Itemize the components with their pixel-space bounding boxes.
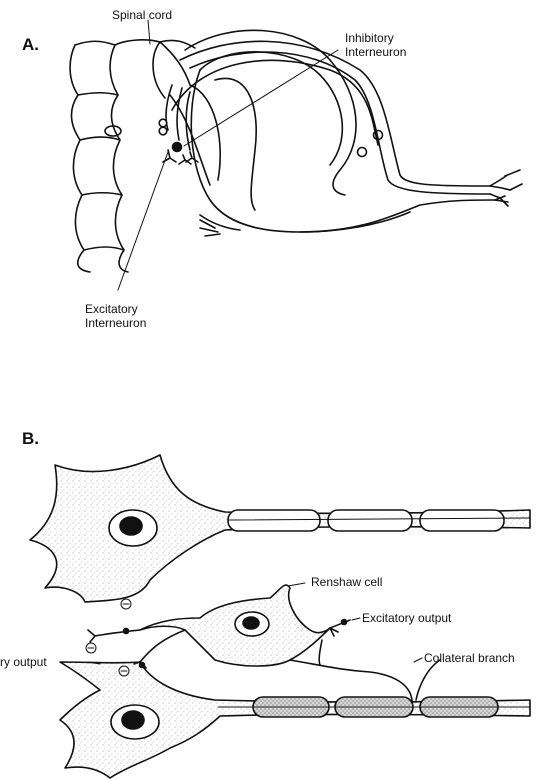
myelin-sheath [420,510,504,531]
panel-b-label: B. [22,430,39,447]
collateral-branch-label: Collateral branch [424,652,515,666]
excitatory-interneuron-label-line2: Interneuron [85,317,146,331]
inhibitory-interneuron-label: Inhibitory Interneuron [345,32,406,60]
panel-a-label: A. [22,36,39,53]
excitatory-interneuron-label: Excitatory Interneuron [85,303,146,331]
panel-a-drawing [70,20,522,290]
lower-motor-neuron [60,662,530,778]
spinal-cord [70,40,195,272]
inhibitory-interneuron-label-line1: Inhibitory [345,32,406,46]
excitatory-output-label: Excitatory output [362,612,451,626]
panel-b-drawing [30,455,530,778]
excitatory-interneuron-label-line1: Excitatory [85,303,146,317]
panel-a-leader-lines [118,20,338,290]
spinal-cord-label: Spinal cord [112,9,172,23]
inhibitory-interneuron-body [173,143,182,152]
myelin-sheath [228,510,320,531]
interneurons [159,85,240,236]
peripheral-nerve [172,41,522,232]
upper-motor-neuron [30,455,530,602]
renshaw-cell-label: Renshaw cell [311,576,382,590]
myelin-sheath [328,510,412,531]
inhibitory-output-label: ry output [0,656,47,670]
inhibitory-interneuron-label-line2: Interneuron [345,46,406,60]
